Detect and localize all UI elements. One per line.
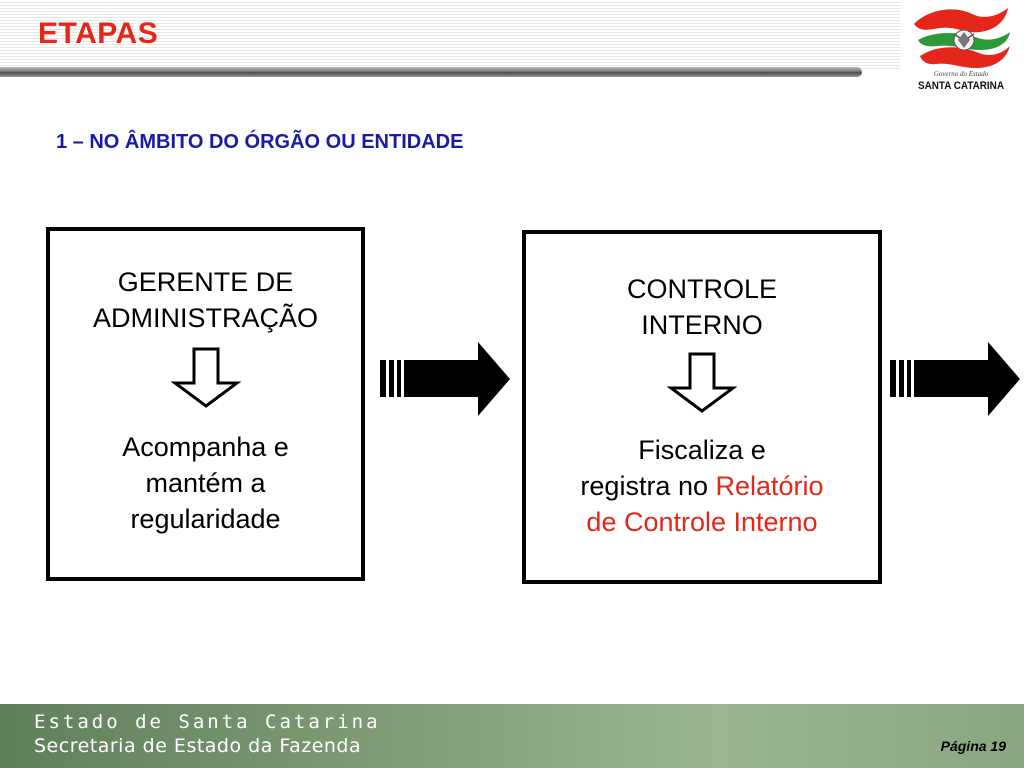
step-role-label: CONTROLE INTERNO [626,274,778,340]
description-plain-text: Fiscaliza e registra no [580,435,766,501]
footer-banner: Estado de Santa Catarina Secretaria de E… [0,704,1024,768]
step-box-gerente: GERENTE DE ADMINISTRAÇÃO Acompanha e man… [46,227,365,581]
flag-emblem-icon [914,8,1010,68]
footer-state-name: Estado de Santa Catarina [34,711,381,733]
step-box-controle-interno: CONTROLE INTERNO Fiscaliza e registra no… [522,230,882,584]
footer-secretariat-name: Secretaria de Estado da Fazenda [34,735,362,757]
slide-title: ETAPAS [38,17,159,50]
step-description: Fiscaliza e registra no Relatório de Con… [526,432,878,540]
santa-catarina-logo: Governo do Estado SANTA CATARINA [904,6,1018,96]
header-divider-bar [0,67,862,77]
logo-caption-small: Governo do Estado [933,70,989,78]
page-number: Página 19 [940,738,1006,754]
right-block-arrow-icon [890,342,1020,416]
right-block-arrow-icon [380,342,510,416]
section-subtitle: 1 – NO ÂMBITO DO ÓRGÃO OU ENTIDADE [56,131,464,153]
step-description: Acompanha e mantém a regularidade [122,432,289,534]
down-arrow-icon [170,347,241,408]
step-role-label: GERENTE DE ADMINISTRAÇÃO [92,267,319,333]
down-arrow-icon [667,352,737,413]
header-stripes [0,0,900,70]
report-name-highlight: Relatório de Controle Interno [586,471,824,537]
logo-caption-name: SANTA CATARINA [918,80,1004,92]
